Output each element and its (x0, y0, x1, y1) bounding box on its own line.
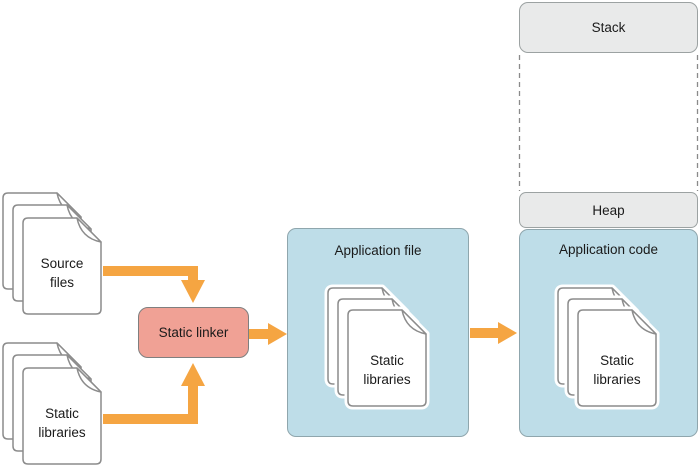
static-linker-box: Static linker (138, 307, 249, 358)
static-linker-label: Static linker (158, 325, 229, 340)
memory-stack-label: Stack (591, 20, 626, 35)
memory-region-dashed-lines (518, 55, 699, 191)
source-files-label: Source files (40, 256, 84, 290)
application-code-title: Application code (558, 242, 659, 257)
memory-heap-label: Heap (592, 202, 625, 218)
application-code-contents-label: Static libraries (593, 353, 641, 387)
memory-heap-box: Heap (519, 192, 698, 228)
static-libraries-input-label: Static libraries (38, 406, 86, 440)
arrow-linker-to-application-file (249, 323, 287, 345)
arrow-application-file-to-memory (470, 322, 517, 344)
application-file-contents-label: Static libraries (363, 353, 411, 387)
application-file-title: Application file (334, 243, 422, 258)
memory-stack-box: Stack (519, 2, 698, 53)
arrow-source-files-to-linker (103, 266, 205, 303)
arrow-static-libraries-to-linker (103, 363, 205, 424)
